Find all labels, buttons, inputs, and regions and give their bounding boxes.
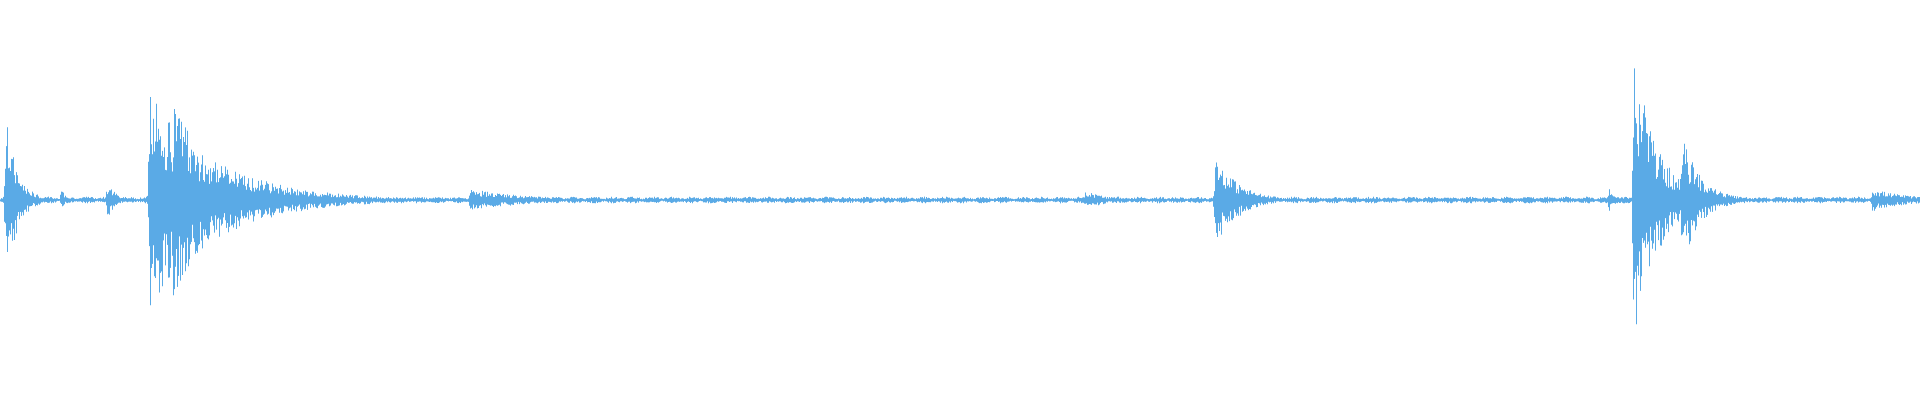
waveform-samples xyxy=(0,68,1920,325)
waveform-trace xyxy=(0,68,1920,325)
